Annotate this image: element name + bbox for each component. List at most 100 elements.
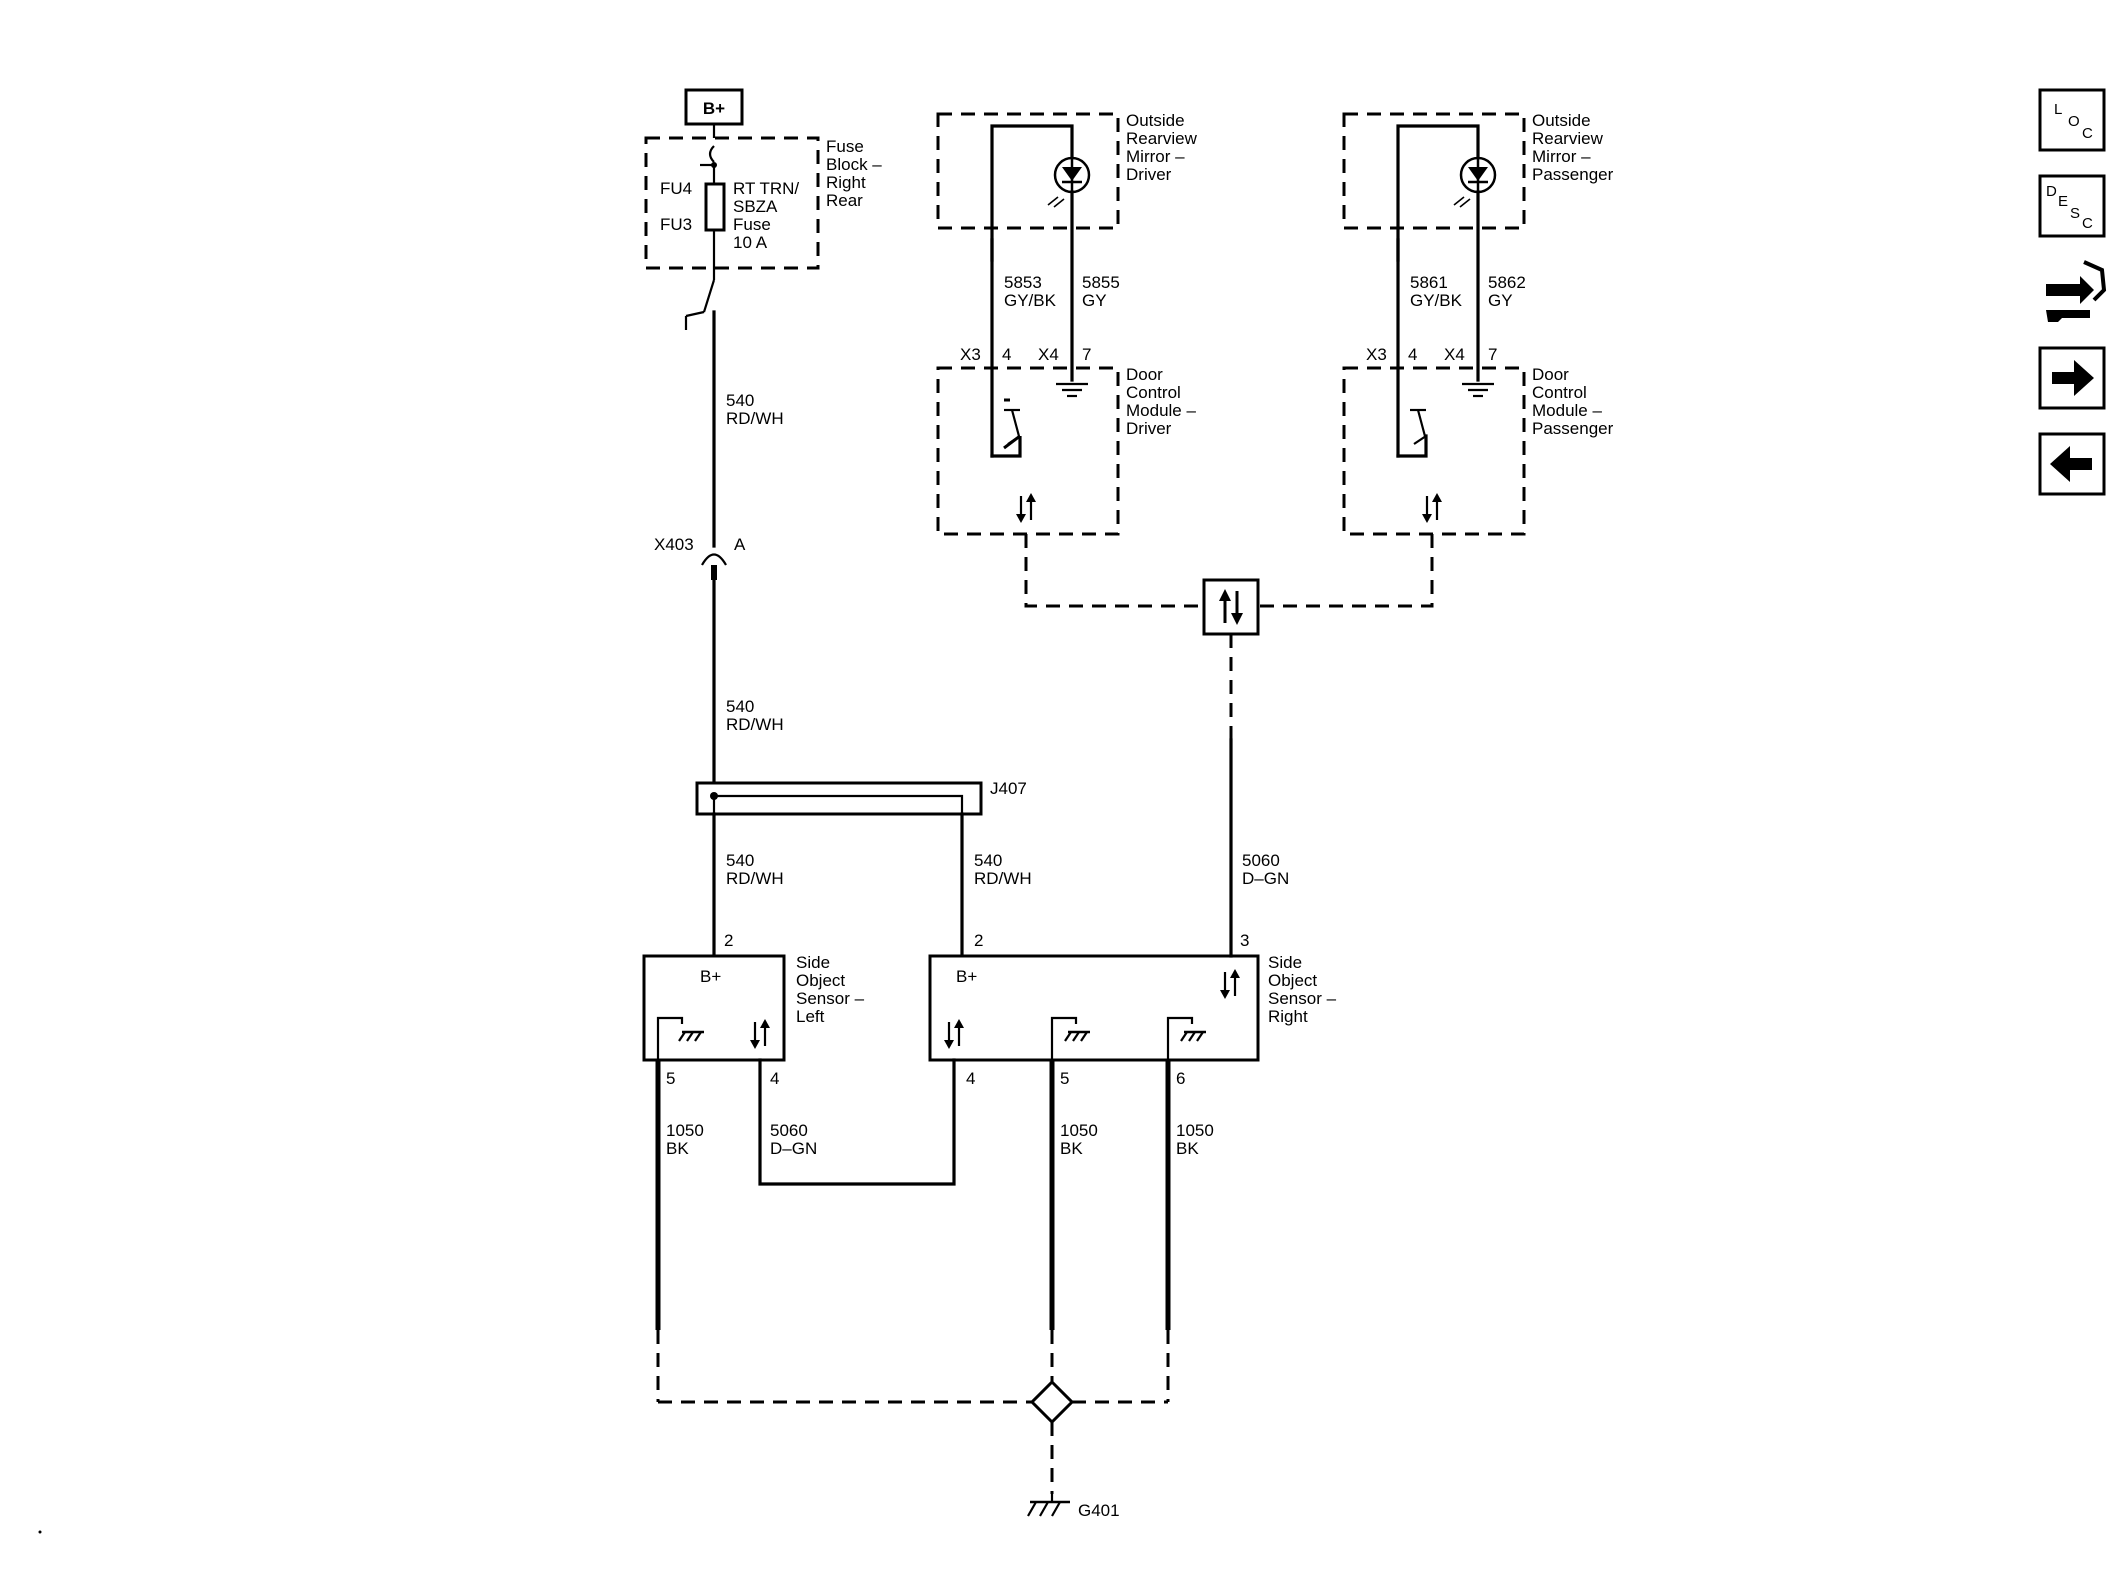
door-control-module-driver: Door Control Module – Driver — [936, 365, 1196, 536]
wire-5855-color: GY — [1082, 291, 1107, 310]
mirror-passenger-name-2: Rearview — [1532, 129, 1604, 148]
pin-right-6: 6 — [1176, 1069, 1185, 1088]
next-arrow-icon — [2052, 360, 2094, 396]
splice-j407: J407 — [695, 779, 1027, 816]
loc-letter-c: C — [2082, 125, 2093, 142]
wire-540-num-a: 540 — [726, 391, 754, 410]
wire-1050-color-a: BK — [666, 1139, 689, 1158]
loc-letter-l: L — [2054, 101, 2062, 118]
dcm-passenger-x3: X3 — [1366, 345, 1387, 364]
sensor-right-name-2: Object — [1268, 971, 1317, 990]
dcm-passenger-pin-4: 4 — [1408, 345, 1417, 364]
wire-5060-num-b: 5060 — [1242, 851, 1280, 870]
side-object-sensor-right: B+ Side Object Sensor – Right — [928, 953, 1337, 1062]
pin-left-2: 2 — [724, 931, 733, 950]
sensor-right-name-3: Sensor – — [1268, 989, 1337, 1008]
sensor-right-name-1: Side — [1268, 953, 1302, 972]
pin-left-5: 5 — [666, 1069, 675, 1088]
sensor-left-name-4: Left — [796, 1007, 825, 1026]
dcm-driver-x4: X4 — [1038, 345, 1059, 364]
wire-5862-color: GY — [1488, 291, 1513, 310]
wire-540-color-c: RD/WH — [726, 869, 784, 888]
connector-x403-label: X403 — [654, 535, 694, 554]
mirror-driver-name-4: Driver — [1126, 165, 1172, 184]
connector-x403: X403 A — [654, 535, 746, 580]
dcm-driver-name-1: Door — [1126, 365, 1163, 384]
desc-button[interactable]: D E S C — [2038, 174, 2106, 238]
wire-540-color-d: RD/WH — [974, 869, 1032, 888]
fuse-id-fu3: FU3 — [660, 215, 692, 234]
wire-5862-num: 5862 — [1488, 273, 1526, 292]
fuse-block-name-4: Rear — [826, 191, 863, 210]
door-control-module-passenger: Door Control Module – Passenger — [1342, 365, 1614, 536]
wire-5060-color-a: D–GN — [770, 1139, 817, 1158]
desc-letter-d: D — [2046, 183, 2057, 200]
fuse-name-line-1: RT TRN/ — [733, 179, 799, 198]
sensor-left-name-2: Object — [796, 971, 845, 990]
ground-g401-label: G401 — [1078, 1501, 1120, 1520]
relay-contact-symbol — [684, 268, 716, 330]
fuse-block-name-1: Fuse — [826, 137, 864, 156]
scan-dot — [38, 1530, 42, 1534]
wire-5853-num: 5853 — [1004, 273, 1042, 292]
mirror-driver-name-3: Mirror – — [1126, 147, 1185, 166]
fuse-block-right-rear: FU4 FU3 RT TRN/ SBZA Fuse 10 A Fuse Bloc… — [644, 136, 882, 270]
mirror-passenger-name-1: Outside — [1532, 111, 1591, 130]
pin-left-4: 4 — [770, 1069, 779, 1088]
connector-x403-pin: A — [734, 535, 746, 554]
dcm-passenger-x4: X4 — [1444, 345, 1465, 364]
pin-right-3: 3 — [1240, 931, 1249, 950]
desc-letter-e: E — [2058, 193, 2068, 210]
fuse-block-name-2: Block – — [826, 155, 882, 174]
wire-5861-color: GY/BK — [1410, 291, 1463, 310]
dcm-passenger-pin-7: 7 — [1488, 345, 1497, 364]
fuse-block-name-3: Right — [826, 173, 866, 192]
pin-right-5: 5 — [1060, 1069, 1069, 1088]
dcm-passenger-name-2: Control — [1532, 383, 1587, 402]
sensor-left-name-1: Side — [796, 953, 830, 972]
side-object-sensor-left: B+ Side Object Sensor – Left — [642, 953, 865, 1062]
power-label: B+ — [703, 99, 725, 118]
back-arrow-button[interactable] — [2038, 432, 2106, 496]
ground-g401: G401 — [1027, 1494, 1120, 1520]
dcm-passenger-name-3: Module – — [1532, 401, 1602, 420]
mirror-driver-name-1: Outside — [1126, 111, 1185, 130]
wire-1050-color-c: BK — [1176, 1139, 1199, 1158]
dcm-passenger-name-1: Door — [1532, 365, 1569, 384]
ground-splice-diamond — [1029, 1379, 1075, 1425]
fuse-id-fu4: FU4 — [660, 179, 692, 198]
dcm-driver-name-2: Control — [1126, 383, 1181, 402]
next-arrow-button[interactable] — [2038, 346, 2106, 410]
fuse-name-line-2: SBZA — [733, 197, 778, 216]
connector-info-icon[interactable] — [2040, 258, 2107, 324]
power-source: B+ — [684, 88, 744, 126]
pin-right-2: 2 — [974, 931, 983, 950]
wire-5853-color: GY/BK — [1004, 291, 1057, 310]
wire-5060-num-a: 5060 — [770, 1121, 808, 1140]
wire-540-num-c: 540 — [726, 851, 754, 870]
wire-5060-color-b: D–GN — [1242, 869, 1289, 888]
pin-right-4: 4 — [966, 1069, 975, 1088]
wire-5855-num: 5855 — [1082, 273, 1120, 292]
loc-button[interactable]: L O C — [2038, 88, 2106, 152]
fuse-name-line-4: 10 A — [733, 233, 768, 252]
wire-1050-num-c: 1050 — [1176, 1121, 1214, 1140]
wire-540-num-b: 540 — [726, 697, 754, 716]
mirror-passenger-name-4: Passenger — [1532, 165, 1614, 184]
desc-letter-c: C — [2082, 215, 2093, 232]
wire-5861-num: 5861 — [1410, 273, 1448, 292]
wire-540-num-d: 540 — [974, 851, 1002, 870]
dcm-passenger-name-4: Passenger — [1532, 419, 1614, 438]
fuse-name-line-3: Fuse — [733, 215, 771, 234]
desc-letter-s: S — [2070, 205, 2080, 222]
dcm-driver-pin-4: 4 — [1002, 345, 1011, 364]
wire-540-color-a: RD/WH — [726, 409, 784, 428]
dcm-driver-name-4: Driver — [1126, 419, 1172, 438]
mirror-passenger-name-3: Mirror – — [1532, 147, 1591, 166]
dcm-driver-name-3: Module – — [1126, 401, 1196, 420]
mirror-driver-name-2: Rearview — [1126, 129, 1198, 148]
dcm-driver-pin-7: 7 — [1082, 345, 1091, 364]
serial-data-splice — [1202, 578, 1260, 636]
sensor-right-power: B+ — [956, 967, 977, 986]
